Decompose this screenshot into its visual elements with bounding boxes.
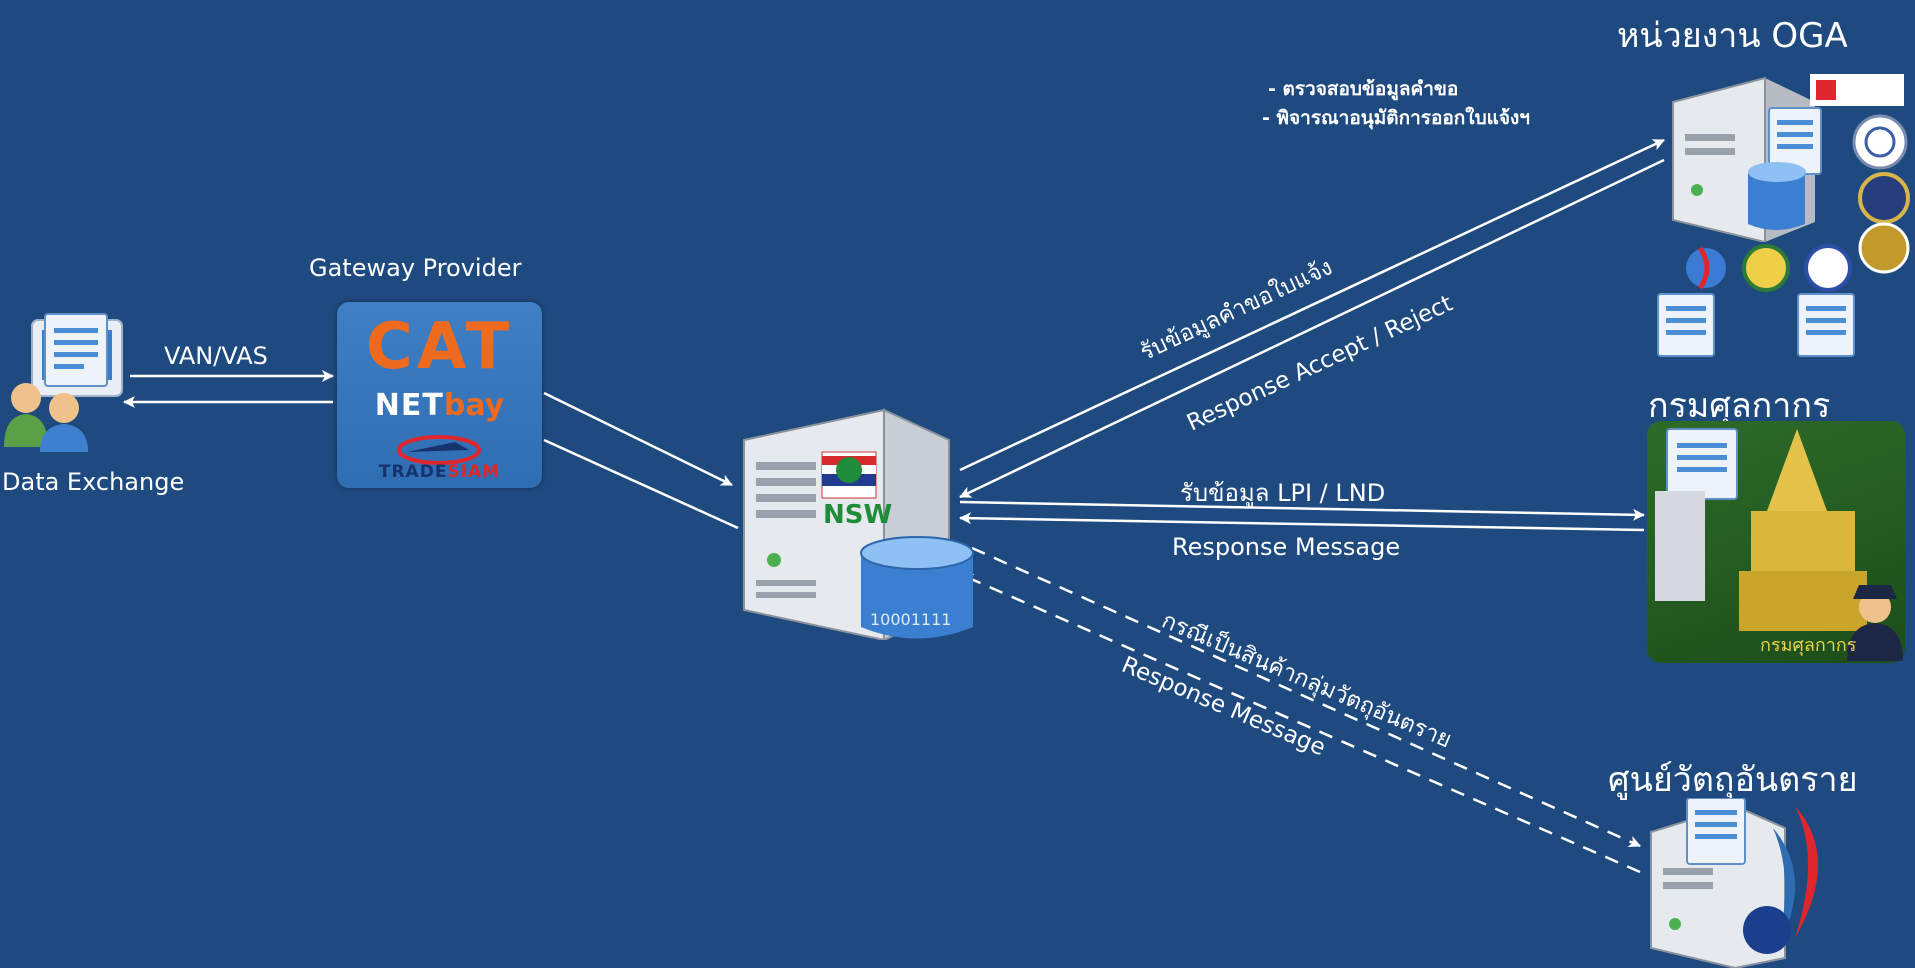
tradesiam-emblem-icon: [397, 435, 481, 465]
hazard-center-title: ศูนย์วัตถุอันตราย: [1608, 760, 1858, 800]
nsw-database-icon: [860, 536, 974, 639]
arrow-gateway-to-nsw-2: [543, 438, 739, 530]
arrow-hazard-to-nsw: [961, 573, 1641, 874]
from-customs-label: Response Message: [1172, 533, 1401, 561]
oga-agency-seals-icon: [1657, 74, 1910, 357]
arrow-oga-to-nsw: [959, 158, 1665, 499]
data-exchange-label: Data Exchange: [2, 468, 185, 496]
nsw-database-text: 10001111: [870, 610, 952, 629]
gateway-logo-card: CAT NETbay TRADESIAM: [337, 302, 542, 488]
tradesiam-logo-trade: TRADE: [378, 462, 448, 482]
customs-emblem-icon: [1655, 428, 1903, 661]
netbay-logo: NETbay: [337, 388, 542, 424]
oga-server-icon: [1672, 76, 1822, 242]
customs-emblem-text: กรมศุลกากร: [1760, 635, 1857, 656]
hazard-center-server-icon: [1650, 798, 1818, 968]
cat-logo: CAT: [365, 310, 514, 384]
to-customs-label: รับข้อมูล LPI / LND: [1180, 479, 1386, 507]
oga-task-2: - พิจารณาอนุมัติการออกใบแจ้งฯ: [1262, 107, 1530, 129]
customs-title: กรมศุลกากร: [1648, 386, 1831, 426]
netbay-logo-bay: bay: [443, 388, 505, 423]
data-exchange-icon: [4, 313, 123, 452]
oga-task-1: - ตรวจสอบข้อมูลคำขอ: [1268, 78, 1459, 100]
arrow-customs-to-nsw: [959, 512, 1645, 532]
arrow-nsw-to-oga: [959, 138, 1665, 472]
gateway-provider-title: Gateway Provider: [309, 254, 522, 282]
nsw-label: NSW: [823, 500, 893, 530]
arrow-gateway-to-nsw-1: [543, 391, 733, 487]
arrow-nsw-to-customs: [959, 500, 1645, 521]
netbay-logo-net: NET: [374, 388, 444, 423]
tradesiam-logo-siam: SIAM: [447, 462, 501, 482]
tradesiam-logo: TRADESIAM: [337, 462, 542, 482]
arrow-nsw-to-hazard: [971, 546, 1641, 848]
van-vas-label: VAN/VAS: [164, 342, 268, 370]
oga-title: หน่วยงาน OGA: [1617, 16, 1848, 56]
